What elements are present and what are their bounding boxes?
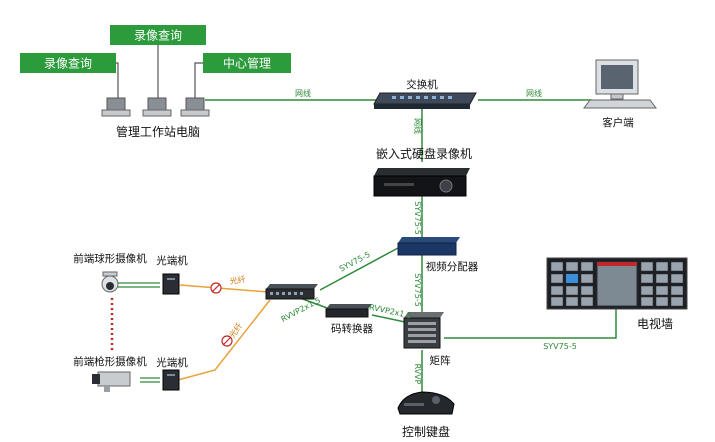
switch-label: 交换机 bbox=[406, 78, 438, 91]
computer-icon bbox=[101, 97, 131, 117]
dome-camera-label: 前端球形摄像机 bbox=[73, 252, 147, 265]
switch-device bbox=[373, 92, 477, 109]
rvvp-cable-converter bbox=[371, 314, 406, 323]
control-keyboard-label: 控制键盘 bbox=[402, 424, 450, 439]
syv-rack-label: SYV75-5 bbox=[338, 250, 372, 274]
client-computer-icon bbox=[583, 59, 657, 109]
fiber-top-label: 光纤 bbox=[229, 274, 246, 286]
gun-camera-icon bbox=[92, 371, 131, 392]
tv-wall-label: 电视墙 bbox=[637, 316, 673, 331]
computer-icon bbox=[142, 97, 172, 117]
gun-camera-label: 前端枪形摄像机 bbox=[73, 355, 147, 368]
workstation-computers bbox=[101, 97, 210, 117]
code-converter-label: 码转换器 bbox=[331, 322, 373, 335]
svg-text:录像查询: 录像查询 bbox=[44, 57, 92, 71]
matrix-device bbox=[403, 312, 444, 349]
fiber-rack-device bbox=[265, 284, 318, 300]
control-keyboard-device bbox=[397, 391, 455, 415]
fiber-cable-top bbox=[179, 284, 269, 293]
rvvp-rack-label: RVVP2x1.5 bbox=[280, 296, 323, 324]
svg-text:中心管理: 中心管理 bbox=[223, 56, 271, 71]
dome-camera-icon bbox=[101, 271, 119, 293]
rvvp-converter-label: RVVP2x1.5 bbox=[368, 303, 412, 321]
network-cable-vertical-label: 网线 bbox=[413, 118, 423, 134]
record-query-button-top[interactable]: 录像查询 bbox=[110, 25, 206, 45]
center-manage-button[interactable]: 中心管理 bbox=[203, 53, 291, 73]
fiber-splice-icon bbox=[210, 282, 222, 294]
client-label: 客户端 bbox=[602, 116, 634, 129]
optical-transceiver-top-label: 光端机 bbox=[156, 254, 188, 267]
dvr-label: 嵌入式硬盘录像机 bbox=[376, 146, 472, 161]
network-cable-left-label: 网线 bbox=[295, 88, 311, 98]
syv-dvr-label: SYV75-5 bbox=[413, 201, 422, 235]
connection-lines bbox=[80, 45, 617, 392]
tv-wall bbox=[546, 257, 688, 310]
optical-transceiver-bottom-label: 光端机 bbox=[156, 356, 188, 369]
network-cable-right-label: 网线 bbox=[526, 88, 542, 98]
code-converter-device bbox=[325, 304, 372, 318]
syv-distributor-label: SYV75-5 bbox=[413, 273, 422, 307]
optical-transceiver-top bbox=[162, 273, 180, 295]
matrix-label: 矩阵 bbox=[430, 354, 451, 367]
syv-cable-tvwall bbox=[444, 305, 617, 339]
video-distributor-device bbox=[397, 237, 460, 256]
record-query-button-left[interactable]: 录像查询 bbox=[20, 53, 116, 73]
fiber-cable-bottom bbox=[177, 299, 271, 381]
rvvp-keyboard-label: RVVP bbox=[413, 364, 422, 385]
workstations-label: 管理工作站电脑 bbox=[116, 124, 200, 139]
dvr-device bbox=[373, 168, 470, 197]
syv-cable-rack bbox=[319, 247, 399, 291]
svg-text:录像查询: 录像查询 bbox=[134, 29, 182, 43]
fiber-splice-icon bbox=[221, 335, 233, 347]
syv-tvwall-label: SYV75-5 bbox=[543, 342, 577, 351]
video-distributor-label: 视频分配器 bbox=[426, 260, 479, 273]
computer-icon bbox=[180, 97, 210, 117]
optical-transceiver-bottom bbox=[162, 369, 180, 391]
